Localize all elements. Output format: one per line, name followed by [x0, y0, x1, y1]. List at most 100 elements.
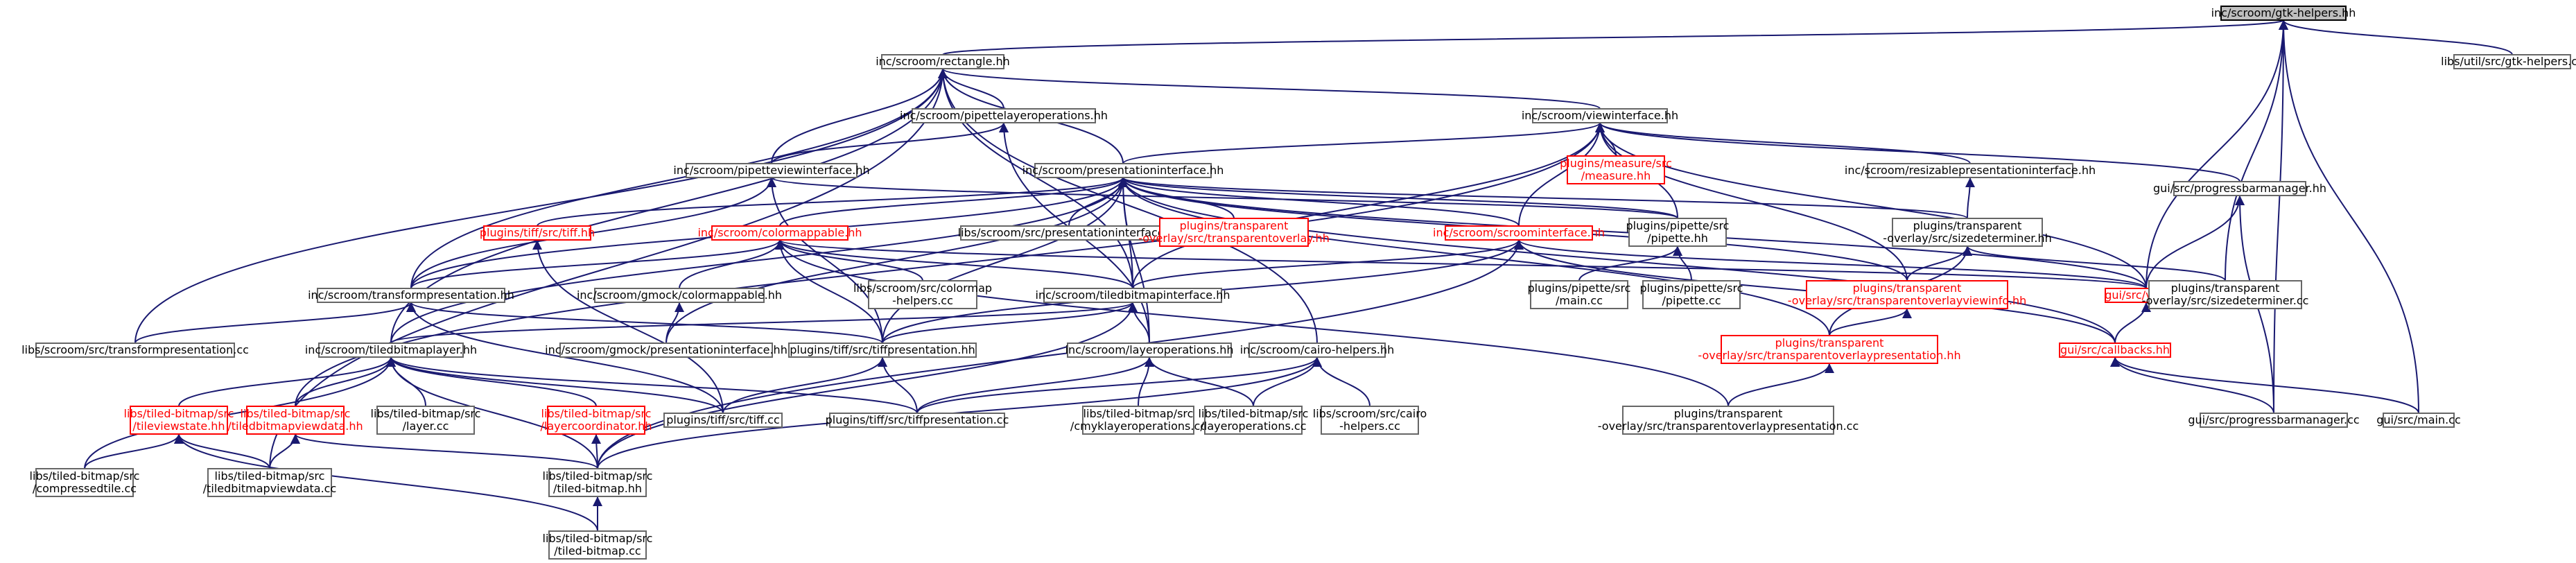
node-label: inc/scroom/resizablepresentationinterfac…: [1845, 164, 2096, 177]
graph-node-tiffprescc[interactable]: plugins/tiff/src/tiffpresentation.cc: [826, 413, 1009, 428]
graph-node-callbacks[interactable]: gui/src/callbacks.hh: [2059, 343, 2171, 358]
node-label: -overlay/src/transparentoverlayviewinfo.…: [1788, 294, 2027, 307]
graph-node-sizedet[interactable]: plugins/transparent-overlay/src/sizedete…: [1883, 218, 2052, 247]
node-box: [1034, 163, 1212, 178]
graph-node-tovprescc[interactable]: plugins/transparent-overlay/src/transpar…: [1598, 406, 1859, 435]
graph-node-layercoord[interactable]: libs/tiled-bitmap/src/layercoordinator.h…: [541, 406, 652, 435]
graph-node-utilgtk[interactable]: libs/util/src/gtk-helpers.cc: [2441, 54, 2576, 69]
dependency-edge: [1829, 308, 1912, 336]
graph-node-viewif[interactable]: inc/scroom/viewinterface.hh: [1522, 108, 1678, 123]
dependency-edge: [1118, 177, 1968, 219]
graph-node-transov[interactable]: plugins/transparent-overlay/src/transpar…: [1138, 218, 1330, 247]
graph-node-measure[interactable]: plugins/measure/src/measure.hh: [1560, 155, 1672, 184]
node-box: [1628, 218, 1727, 247]
graph-node-transpres[interactable]: inc/scroom/transformpresentation.hh: [308, 288, 514, 303]
dependency-edge: [2110, 356, 2419, 414]
graph-node-cairocc[interactable]: libs/scroom/src/cairo-helpers.cc: [1313, 406, 1427, 435]
node-label: libs/tiled-bitmap/src: [30, 469, 140, 483]
node-label: gui/src/progressbarmanager.cc: [2188, 413, 2359, 426]
dependency-edge: [2273, 19, 2288, 414]
graph-node-tovinfo[interactable]: plugins/transparent-overlay/src/transpar…: [1788, 280, 2027, 309]
dependency-edge: [2279, 19, 2513, 55]
node-box: [1445, 225, 1593, 241]
graph-node-layerops[interactable]: inc/scroom/layeroperations.hh: [1065, 343, 1234, 358]
node-box: [2059, 343, 2171, 358]
graph-node-tiffhh[interactable]: plugins/tiff/src/tiff.hh: [480, 225, 595, 241]
node-label: inc/scroom/gmock/colormappable.hh: [577, 288, 782, 302]
graph-node-gmockcm[interactable]: inc/scroom/gmock/colormappable.hh: [577, 288, 782, 303]
node-label: libs/tiled-bitmap/src: [241, 407, 351, 420]
node-box: [483, 225, 591, 241]
dependency-edge: [882, 302, 1138, 344]
graph-node-pipviewif[interactable]: inc/scroom/pipetteviewinterface.hh: [673, 163, 870, 178]
node-label: /tiled-bitmap.hh: [553, 482, 642, 495]
node-label: plugins/tiff/src/tiffpresentation.cc: [826, 413, 1009, 426]
dependency-edge: [1728, 363, 1834, 407]
graph-node-tbmhh[interactable]: libs/tiled-bitmap/src/tiled-bitmap.hh: [543, 468, 653, 497]
graph-node-cairohh[interactable]: inc/scroom/cairo-helpers.hh: [1240, 343, 1395, 358]
dependency-edge: [2146, 19, 2288, 289]
graph-node-sizedetcc[interactable]: plugins/transparent-overlay/src/sizedete…: [2142, 280, 2309, 309]
graph-node-tbmviewdatacc[interactable]: libs/tiled-bitmap/src/tiledbitmapviewdat…: [203, 468, 337, 497]
graph-node-presifcc[interactable]: libs/scroom/src/presentationinterface.cc: [958, 225, 1181, 241]
dependency-edge: [1122, 122, 1605, 164]
graph-node-resizable[interactable]: inc/scroom/resizablepresentationinterfac…: [1845, 163, 2096, 178]
node-label: inc/scroom/cairo-helpers.hh: [1240, 343, 1395, 356]
dependency-edge: [882, 177, 1128, 344]
graph-node-scrollif[interactable]: inc/scroom/scroominterface.hh: [1433, 225, 1605, 241]
node-box: [1892, 218, 2043, 247]
graph-node-tbmlayer[interactable]: inc/scroom/tiledbitmaplayer.hh: [305, 343, 477, 358]
graph-node-pipcc[interactable]: plugins/pipette/src/pipette.cc: [1640, 280, 1743, 309]
node-box: [547, 406, 645, 435]
node-label: plugins/pipette/src: [1528, 282, 1631, 295]
node-label: inc/scroom/gtk-helpers.hh: [2211, 6, 2356, 19]
node-box: [1721, 335, 1938, 364]
graph-node-tbmcc[interactable]: libs/tiled-bitmap/src/tiled-bitmap.cc: [543, 530, 653, 560]
graph-node-pipetteops[interactable]: inc/scroom/pipettelayeroperations.hh: [900, 108, 1108, 123]
dependency-edge: [1118, 177, 1678, 219]
dependency-edge: [775, 239, 883, 344]
node-label: libs/tiled-bitmap/src: [541, 407, 652, 420]
node-box: [1043, 288, 1222, 303]
graph-node-colormapcc[interactable]: libs/scroom/src/colormap-helpers.cc: [853, 280, 992, 309]
graph-node-tbmif[interactable]: inc/scroom/tiledbitmapinterface.hh: [1036, 288, 1230, 303]
node-label: plugins/transparent: [2171, 282, 2280, 295]
dependency-edge: [2279, 19, 2419, 414]
graph-node-transprescc[interactable]: libs/scroom/src/transformpresentation.cc: [21, 343, 249, 358]
node-label: inc/scroom/rectangle.hh: [876, 55, 1010, 68]
dependency-edge: [775, 239, 1133, 289]
graph-node-colormap[interactable]: inc/scroom/colormappable.hh: [697, 225, 862, 241]
graph-node-rect[interactable]: inc/scroom/rectangle.hh: [876, 54, 1010, 69]
node-box: [1642, 280, 1741, 309]
dependency-edge: [1118, 177, 1150, 344]
node-label: -overlay/src/transparentoverlaypresentat…: [1698, 349, 1960, 362]
dependency-edge: [269, 433, 300, 469]
node-box: [376, 406, 475, 435]
node-label: /tiledbitmapviewdata.cc: [203, 482, 337, 495]
graph-node-progbar[interactable]: gui/src/progressbarmanager.hh: [2153, 181, 2326, 196]
graph-node-tbmviewdata[interactable]: libs/tiled-bitmap/src/tiledbitmapviewdat…: [227, 406, 363, 435]
graph-node-guimain[interactable]: gui/src/main.cc: [2376, 413, 2461, 428]
node-box: [2383, 413, 2455, 428]
node-label: -overlay/src/transparentoverlay.hh: [1138, 232, 1330, 245]
graph-node-tiffpres[interactable]: plugins/tiff/src/tiffpresentation.hh: [788, 343, 977, 358]
graph-node-tiffcc[interactable]: plugins/tiff/src/tiff.cc: [663, 413, 783, 428]
graph-node-layercc[interactable]: libs/tiled-bitmap/src/layer.cc: [371, 406, 481, 435]
graph-node-progbarcc[interactable]: gui/src/progressbarmanager.cc: [2188, 413, 2360, 428]
graph-node-layeropscc[interactable]: libs/tiled-bitmap/src/layeroperations.cc: [1199, 406, 1309, 435]
graph-node-tovpres[interactable]: plugins/transparent-overlay/src/transpar…: [1698, 335, 1961, 364]
dependency-edge: [1595, 122, 2147, 289]
graph-node-gtk[interactable]: inc/scroom/gtk-helpers.hh: [2211, 6, 2356, 21]
graph-node-pipettehh[interactable]: plugins/pipette/src/pipette.hh: [1626, 218, 1730, 247]
dependency-edge: [84, 433, 184, 469]
graph-node-tilevs[interactable]: libs/tiled-bitmap/src/tileviewstate.hh: [124, 406, 234, 435]
node-label: plugins/tiff/src/tiffpresentation.hh: [790, 343, 975, 356]
graph-node-presif[interactable]: inc/scroom/presentationinterface.hh: [1022, 163, 1224, 178]
dependency-edge: [295, 122, 1605, 407]
dependency-edge: [1132, 122, 1605, 289]
graph-node-comptile[interactable]: libs/tiled-bitmap/src/compressedtile.cc: [30, 468, 140, 497]
node-label: libs/tiled-bitmap/src: [215, 469, 325, 483]
graph-node-cmyk[interactable]: libs/tiled-bitmap/src/cmyklayeroperation…: [1070, 406, 1206, 435]
graph-node-gmockpres[interactable]: inc/scroom/gmock/presentationinterface.h…: [545, 343, 787, 358]
graph-node-pipmain[interactable]: plugins/pipette/src/main.cc: [1528, 280, 1631, 309]
